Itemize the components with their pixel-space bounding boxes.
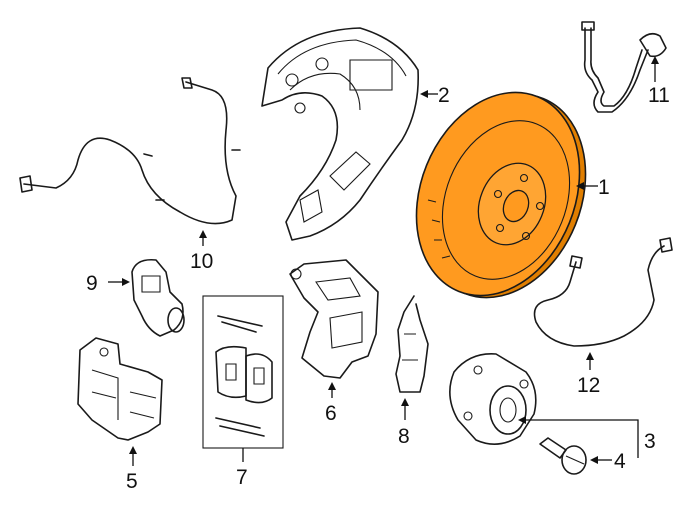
part-11-wear-sensor[interactable] bbox=[581, 21, 667, 113]
callout-2: 2 bbox=[438, 84, 450, 107]
part-7-brake-pad-kit[interactable] bbox=[202, 295, 284, 449]
part-1-brake-rotor[interactable] bbox=[387, 68, 614, 322]
part-6-caliper-carrier[interactable] bbox=[289, 259, 379, 379]
callout-11: 11 bbox=[648, 84, 670, 107]
callout-6: 6 bbox=[325, 402, 337, 425]
part-9-actuator[interactable] bbox=[131, 258, 185, 337]
part-12-sensor-lead[interactable] bbox=[533, 237, 673, 347]
callout-10: 10 bbox=[190, 250, 213, 273]
part-10-sensor-cable[interactable] bbox=[19, 77, 241, 225]
callout-1: 1 bbox=[598, 176, 610, 199]
callout-4: 4 bbox=[614, 450, 626, 473]
callout-3: 3 bbox=[644, 430, 656, 453]
callout-7: 7 bbox=[236, 466, 248, 489]
callout-5: 5 bbox=[126, 470, 138, 493]
part-5-caliper-housing[interactable] bbox=[77, 337, 163, 441]
callout-9: 9 bbox=[86, 272, 98, 295]
part-3-wheel-hub[interactable] bbox=[449, 353, 537, 445]
callout-12: 12 bbox=[577, 374, 600, 397]
part-2-dust-shield[interactable] bbox=[261, 27, 419, 241]
callout-8: 8 bbox=[398, 425, 410, 448]
part-4-wheel-bolt[interactable] bbox=[539, 437, 587, 475]
part-8-pad-spring[interactable] bbox=[395, 295, 429, 393]
